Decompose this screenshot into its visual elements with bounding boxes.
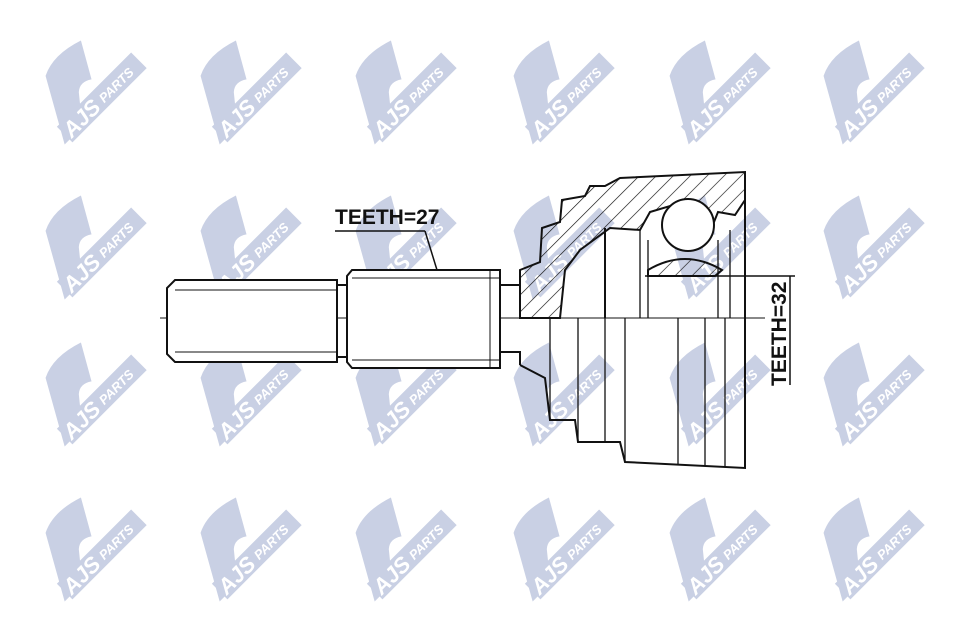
ball xyxy=(661,198,715,252)
splined-shaft xyxy=(346,269,501,369)
ajs-parts-watermark-logo: AJS PARTS xyxy=(200,342,302,447)
ajs-parts-watermark-logo: AJS PARTS xyxy=(45,497,147,602)
leader-line xyxy=(424,230,438,271)
shaft-teeth-label: TEETH=27 xyxy=(335,206,439,229)
housing-outer xyxy=(519,318,746,470)
ajs-parts-watermark-logo: AJS PARTS xyxy=(823,195,925,300)
housing-teeth-label: TEETH=32 xyxy=(768,282,791,386)
ajs-parts-watermark-logo: AJS PARTS xyxy=(45,195,147,300)
housing-section xyxy=(519,170,746,319)
ajs-parts-watermark-logo: AJS PARTS xyxy=(200,195,302,300)
shaft-stub xyxy=(166,279,338,363)
ajs-parts-watermark-logo: AJS PARTS xyxy=(200,497,302,602)
ajs-parts-watermark-logo: AJS PARTS xyxy=(669,497,771,602)
ajs-parts-watermark-logo: AJS PARTS xyxy=(355,497,457,602)
